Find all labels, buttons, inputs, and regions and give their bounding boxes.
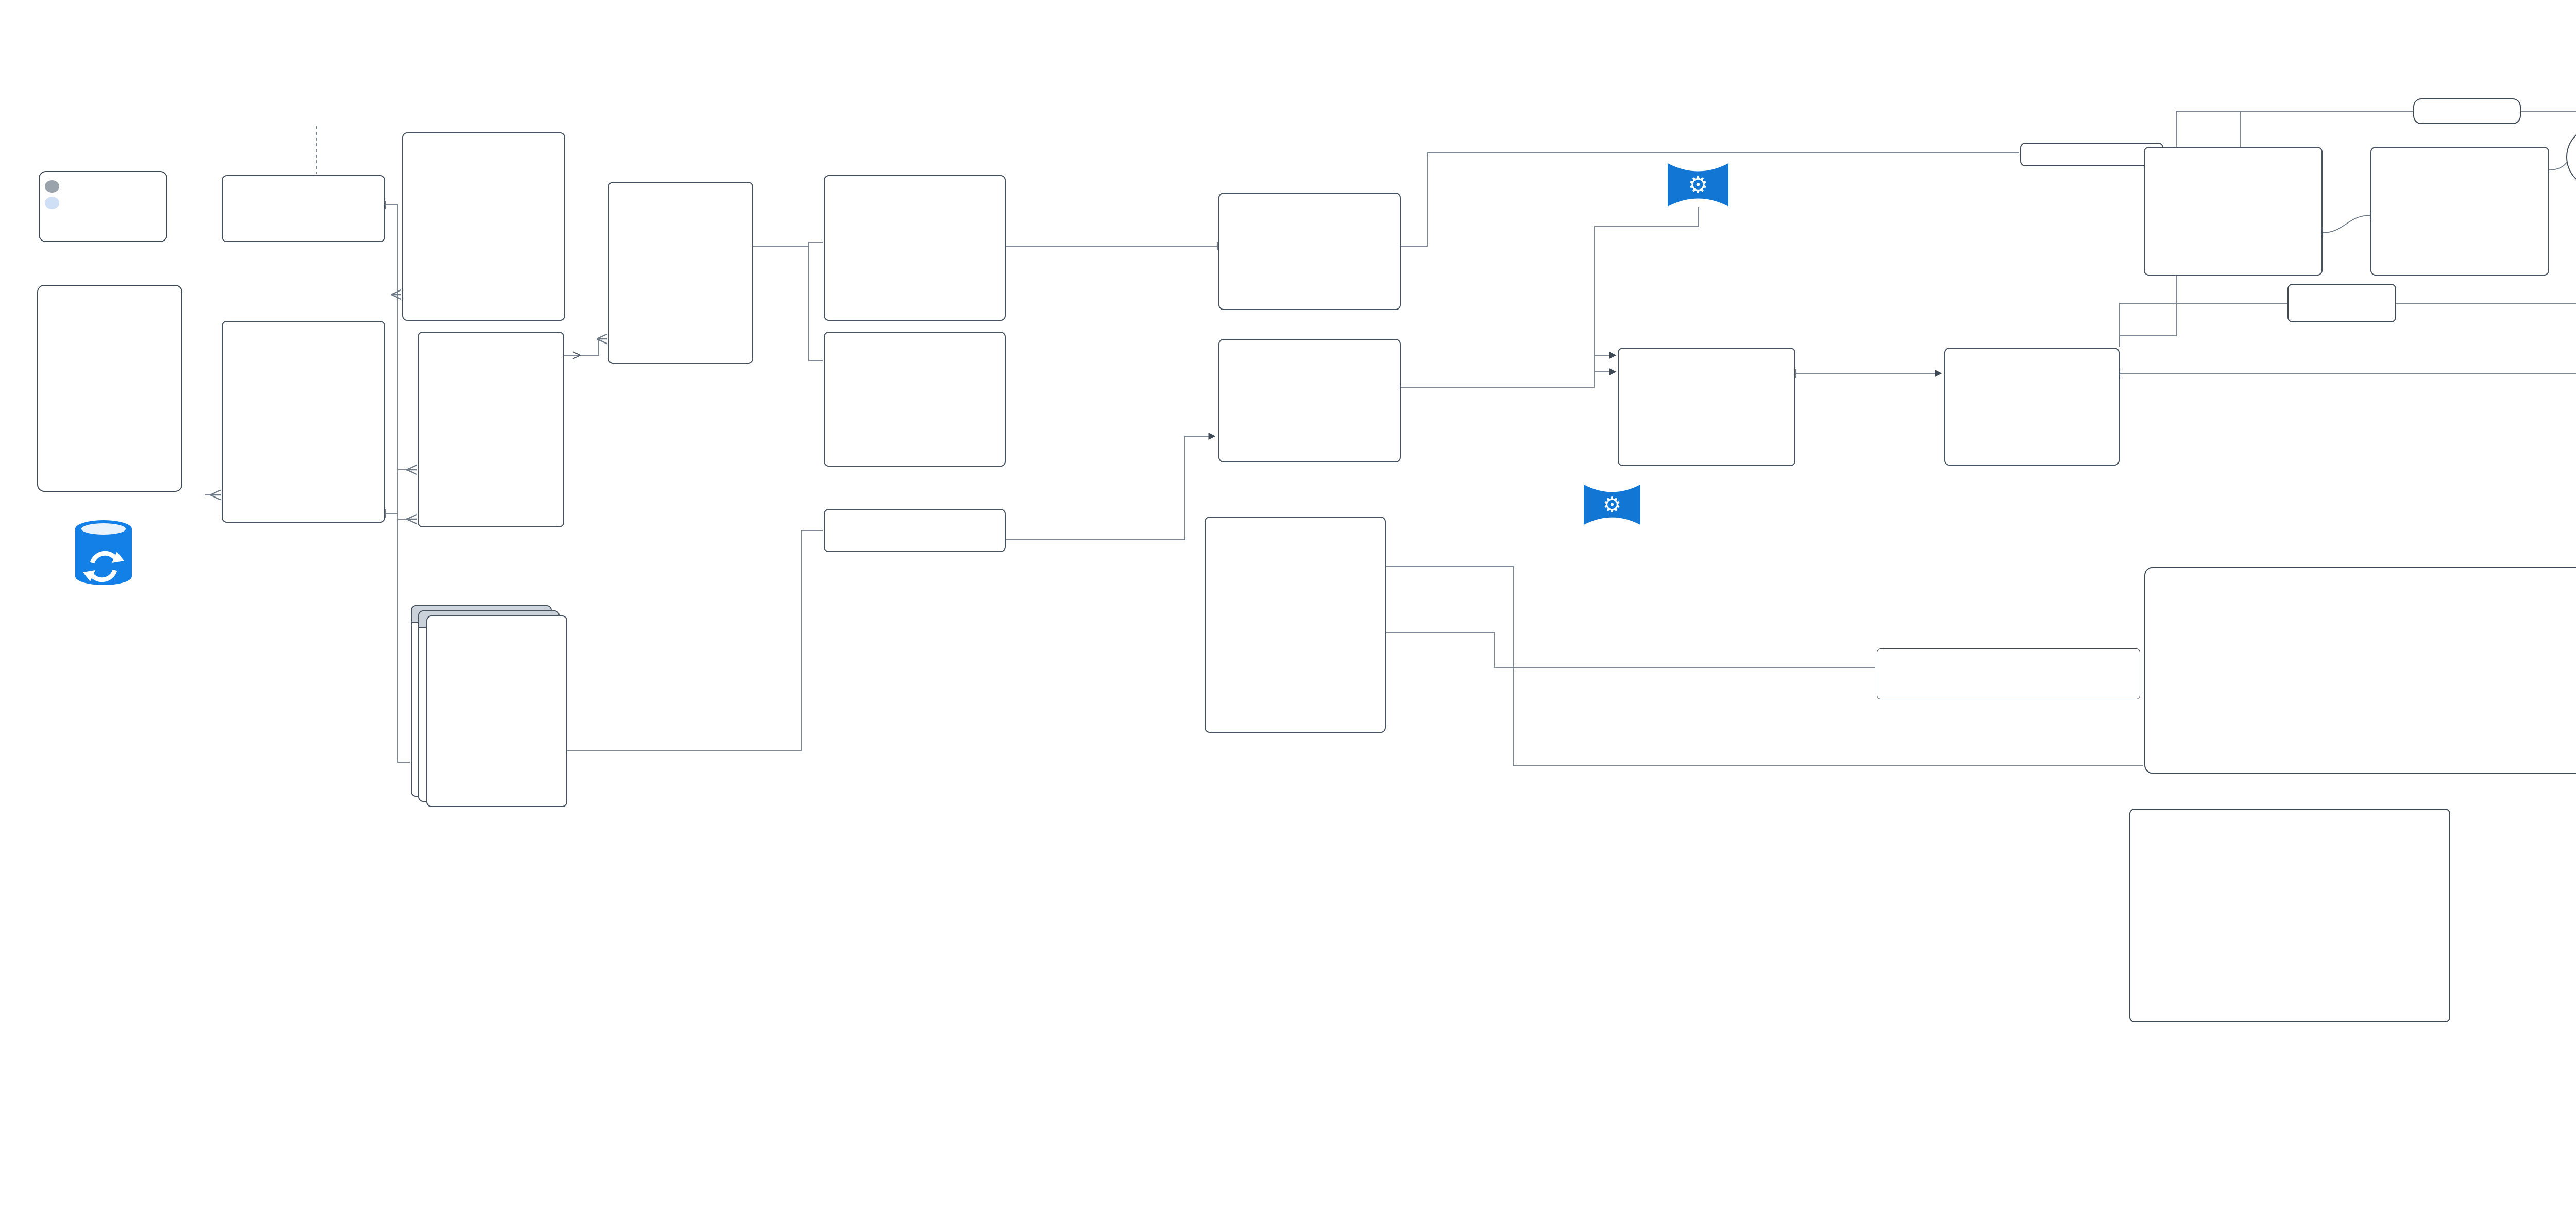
table-id-graph-updates-mid	[824, 332, 1006, 467]
script-icon-1: ⚙	[1668, 163, 1728, 207]
merge-note-box	[2287, 284, 2396, 322]
select-from-box	[2020, 143, 2163, 166]
table-id-graph-pt2	[2370, 147, 2549, 276]
table-external-id-mapping-updates	[1218, 193, 1401, 310]
table-system	[824, 509, 1006, 552]
svg-text:⚙: ⚙	[1603, 493, 1622, 517]
table-page	[402, 132, 565, 321]
table-external-id-mapping	[1944, 348, 2120, 466]
subquery-box	[2413, 98, 2521, 124]
code-block-trait-columns	[2144, 567, 2576, 774]
table-ids	[1618, 348, 1795, 466]
code-block-updates-cte-text	[2130, 810, 2449, 822]
code-block-updates-cte	[2129, 809, 2450, 1022]
table-id-graph-updates-2	[824, 175, 1006, 321]
materialized-table-swatch	[45, 197, 59, 209]
table-id-graph-updates-source	[222, 175, 385, 242]
diagram-key	[39, 171, 167, 242]
table-tracks	[222, 321, 385, 523]
svg-text:⚙: ⚙	[1688, 173, 1708, 198]
table-id-graph-mid	[1218, 339, 1401, 462]
table-event-tables-multiple	[426, 615, 567, 807]
union-node	[2566, 126, 2576, 188]
footnotes-box	[37, 285, 182, 492]
code-block-trait-columns-text	[2145, 568, 2576, 580]
script-icon-2: ⚙	[1584, 484, 1640, 525]
existing-table-swatch	[45, 180, 59, 193]
traits-filter-note	[1877, 648, 2140, 699]
table-screens	[608, 182, 753, 364]
profile-space-database-icon	[75, 520, 132, 585]
table-id-graph-pt1	[2144, 147, 2323, 276]
table-profile-traits-updates	[1205, 517, 1386, 733]
table-identifies	[418, 332, 564, 527]
